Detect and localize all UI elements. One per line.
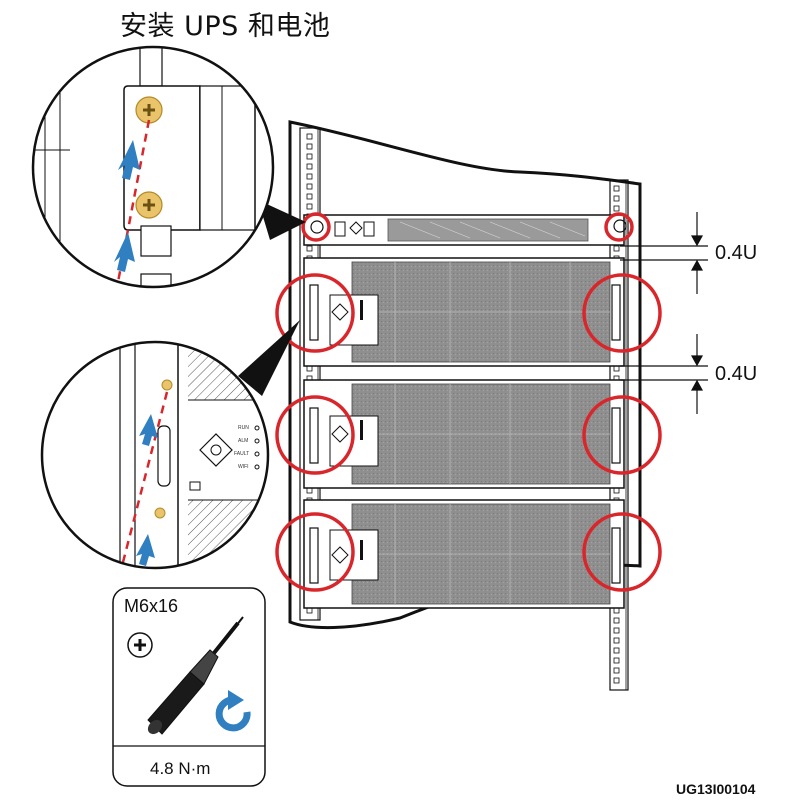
- zoom-detail-bottom: [40, 340, 270, 570]
- zoom-pointer: [258, 200, 306, 240]
- rail-hole: [613, 677, 620, 684]
- tool-spec-box: [112, 587, 266, 787]
- rail-hole: [613, 617, 620, 624]
- torque-label: 4.8 N·m: [150, 759, 211, 778]
- zoom-detail-top: [31, 45, 275, 289]
- rail-hole: [306, 183, 313, 190]
- phillips-screw-icon: [127, 632, 153, 658]
- rail-hole: [613, 195, 620, 202]
- indicator-label-fault: FAULT: [234, 451, 250, 457]
- phillips-screw-icon: [135, 96, 163, 124]
- indicator-label-run: RUN: [238, 425, 249, 431]
- rail-hole: [306, 153, 313, 160]
- rail-hole: [613, 667, 620, 674]
- up-arrow-icon: [136, 414, 158, 566]
- rail-hole: [613, 185, 620, 192]
- rail-hole: [613, 637, 620, 644]
- indicator-label-wifi: WIFI: [238, 464, 249, 470]
- rail-hole: [306, 245, 313, 252]
- indicator-label-alm: ALM: [238, 438, 249, 444]
- module-handles: [309, 284, 621, 584]
- ups-unit: [303, 214, 627, 246]
- rail-hole: [613, 657, 620, 664]
- rail-hole: [306, 173, 313, 180]
- up-arrow-icon: [114, 140, 140, 272]
- zoom-pointer: [238, 320, 300, 396]
- battery-module: [303, 379, 625, 489]
- page-title: 安装 UPS 和电池: [120, 11, 331, 42]
- rail-hole: [613, 647, 620, 654]
- rail-hole: [306, 143, 313, 150]
- screw-spec-label: M6x16: [124, 596, 179, 616]
- rail-hole: [613, 627, 620, 634]
- rail-hole: [306, 203, 313, 210]
- rail-hole: [613, 245, 620, 252]
- screwdriver-icon: [147, 616, 244, 735]
- battery-module: [303, 499, 625, 609]
- gap-label-lower: 0.4U: [715, 363, 758, 385]
- gap-label-upper: 0.4U: [715, 242, 758, 264]
- clockwise-rotate-icon: [215, 690, 251, 732]
- rail-hole: [306, 133, 313, 140]
- mounting-point-highlights: [275, 212, 662, 592]
- phillips-screw-icon: [154, 379, 173, 519]
- drawing-code: UG13I00104: [676, 781, 756, 797]
- rail-hole: [613, 205, 620, 212]
- phillips-screw-icon: [135, 191, 163, 219]
- gap-dimension: [620, 212, 708, 414]
- rail-hole: [306, 163, 313, 170]
- rail-hole: [306, 193, 313, 200]
